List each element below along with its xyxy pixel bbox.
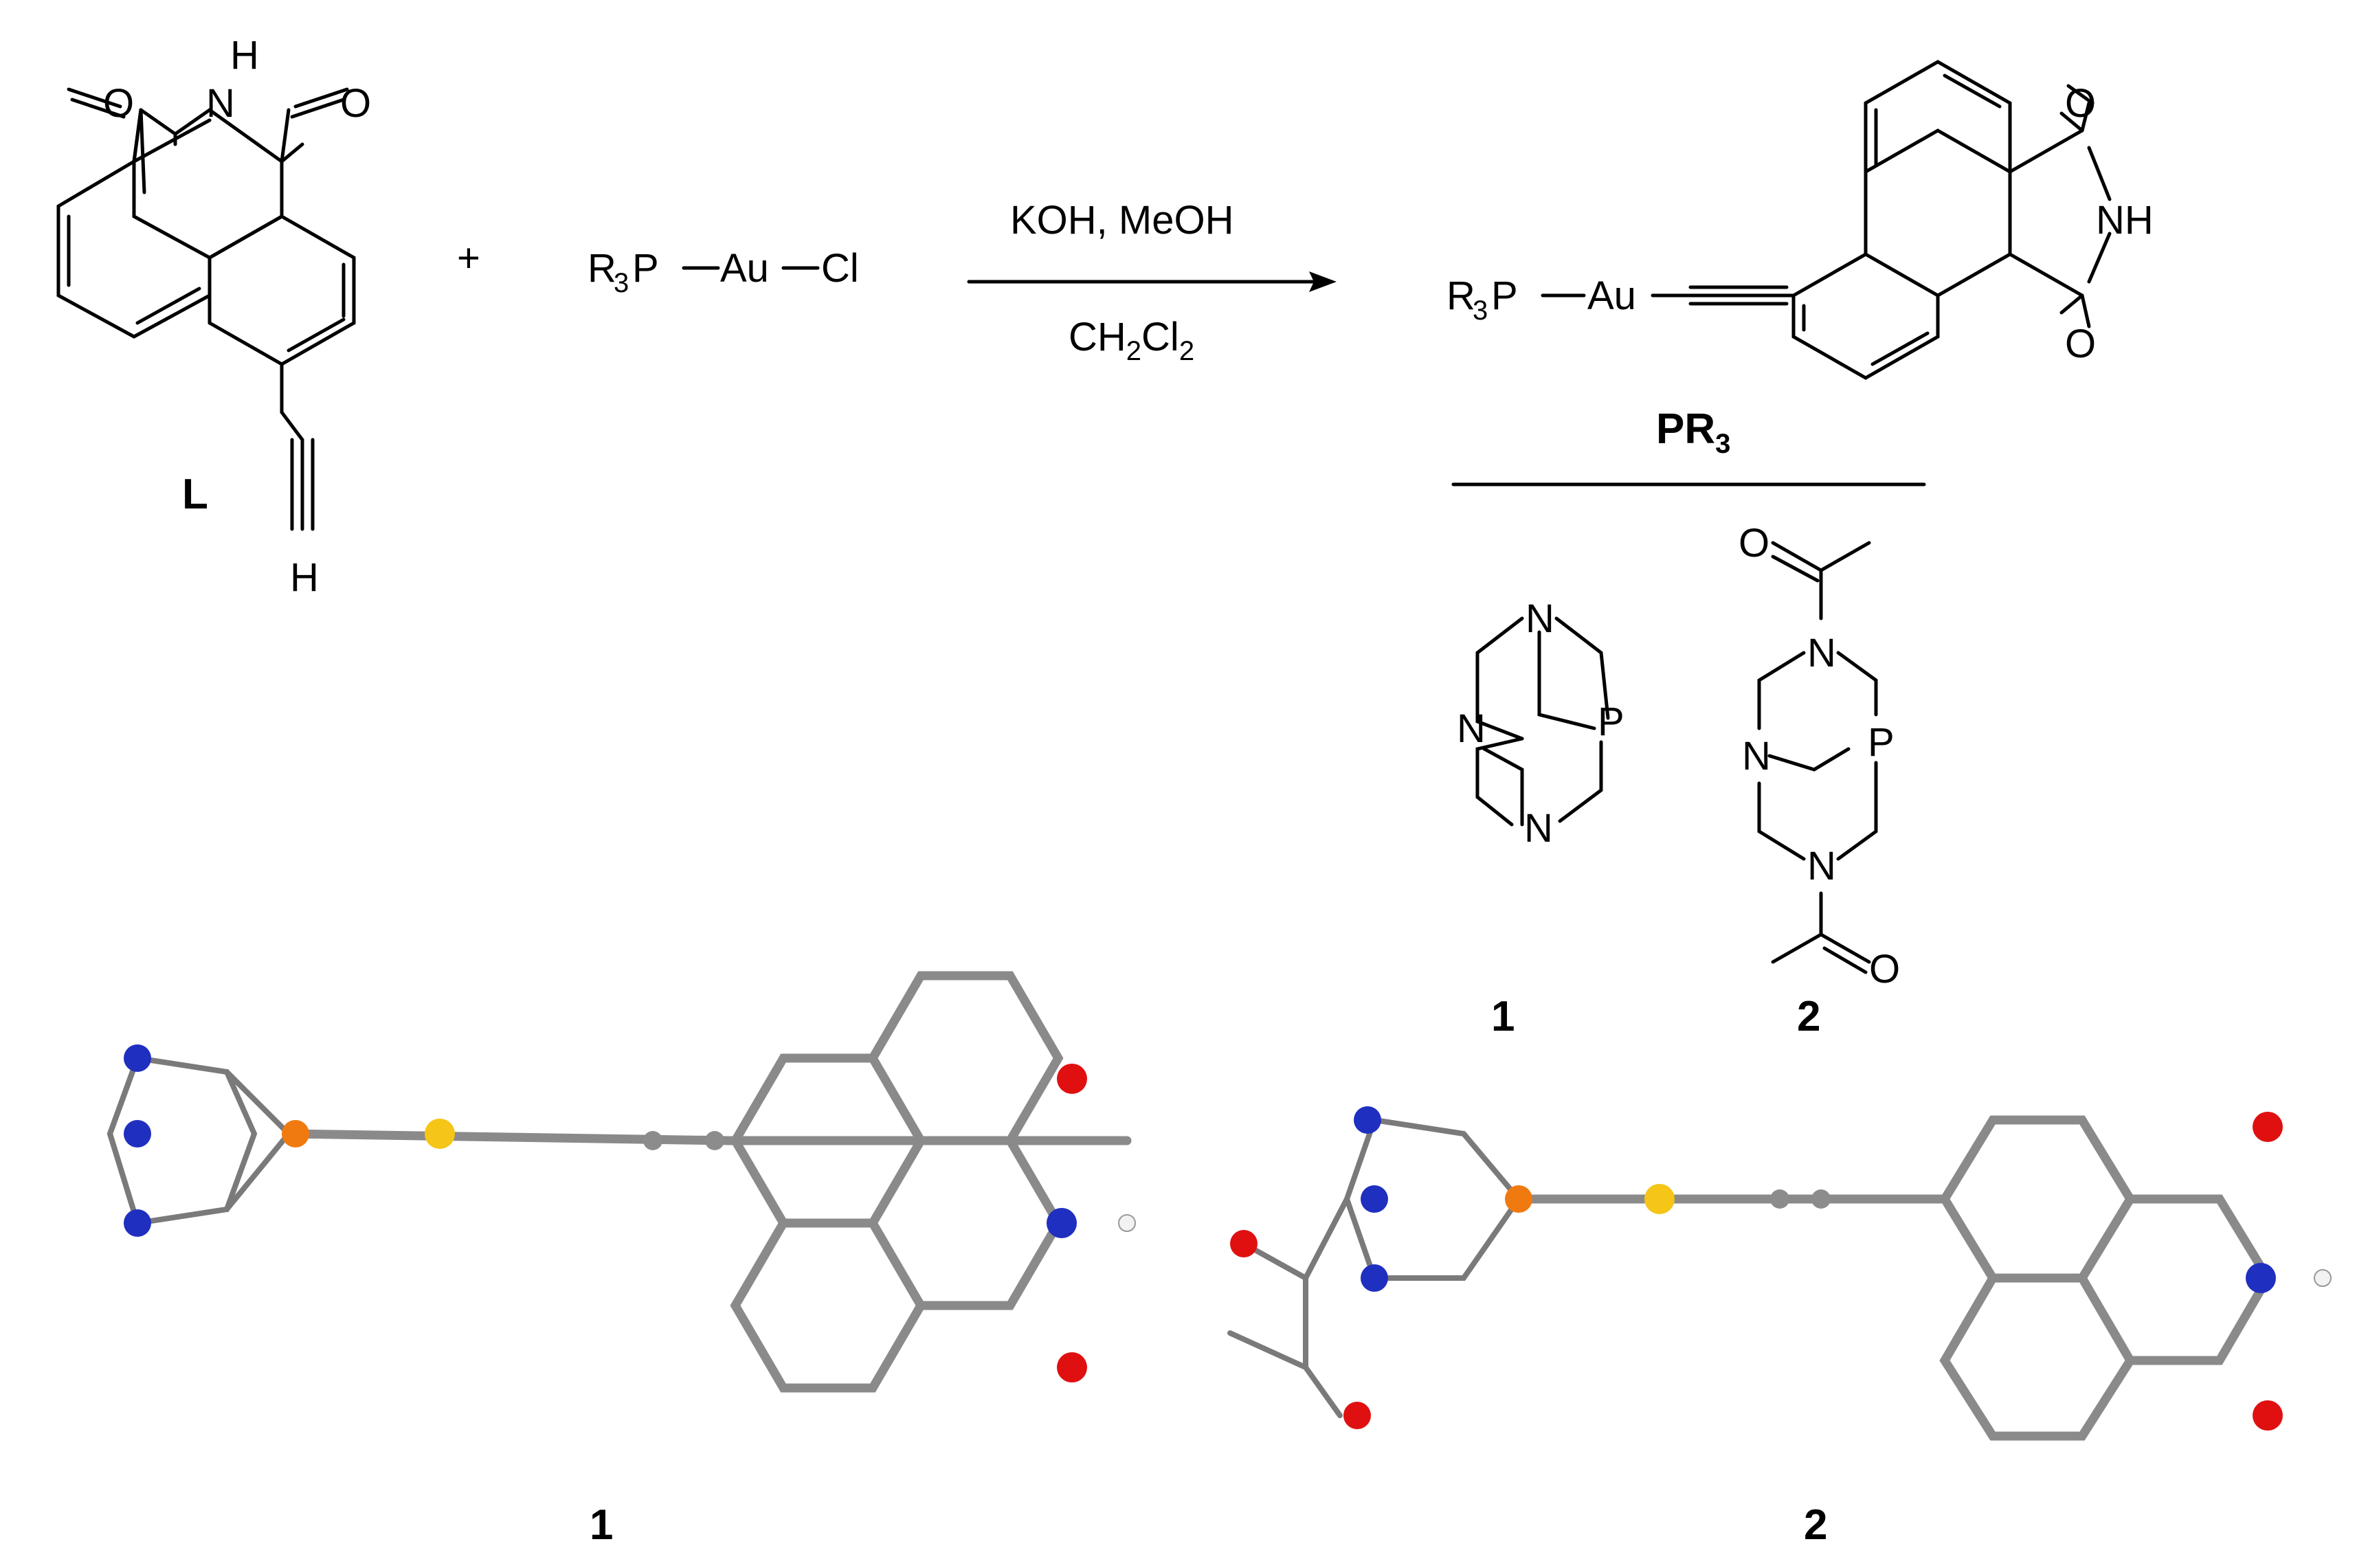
reagent-P: P	[632, 246, 659, 291]
reaction-arrow	[967, 271, 1337, 292]
model-1-bonds	[107, 971, 1132, 1393]
ligand2-O-bottom: O	[1869, 947, 1900, 992]
m1-phosphorus-atom	[282, 1120, 309, 1147]
product-O-bottom: O	[2065, 322, 2096, 366]
m2-H-imide	[2314, 1269, 2332, 1287]
reactant-O-atom-right: O	[340, 81, 371, 126]
ligand2-N-bottom: N	[1807, 844, 1836, 888]
reactant-O-atom-left: O	[103, 81, 134, 126]
m1-N1	[124, 1044, 151, 1072]
ligand2-N-top: N	[1807, 631, 1836, 675]
reagent-Au: Au	[720, 246, 769, 291]
product-ligand-label: PR3	[1656, 405, 1730, 459]
m2-gold-atom	[1644, 1184, 1675, 1214]
reagent-R: R	[588, 246, 616, 291]
reactant-terminal-H-atom: H	[290, 555, 319, 600]
gold-chloride-reagent: R 3 P Au Cl	[588, 246, 859, 298]
ligand1-P: P	[1598, 699, 1624, 744]
m1-N2	[124, 1120, 151, 1147]
m2-O2	[2253, 1400, 2283, 1431]
ligand2-N-left: N	[1742, 734, 1771, 779]
model-2-atoms	[1230, 1106, 2332, 1431]
m1-N3	[124, 1209, 151, 1237]
m2-N1	[1354, 1106, 1381, 1134]
m1-O1	[1057, 1064, 1087, 1094]
product-NH: NH	[2096, 198, 2154, 243]
product-structure: R 3 P Au	[1446, 60, 2112, 380]
ligand-2-structure	[1757, 541, 1878, 974]
reagent-R-subscript: 3	[614, 268, 629, 298]
m2-O-acetyl2	[1343, 1402, 1371, 1429]
product-R: R	[1446, 273, 1475, 318]
m2-alkyne-C1	[1811, 1189, 1831, 1209]
model-1-atoms	[124, 1044, 1136, 1382]
ligand1-N-bottom: N	[1524, 806, 1553, 851]
reactant-N-atom: N	[206, 81, 235, 126]
ligand2-P: P	[1868, 720, 1895, 765]
m1-N-imide	[1047, 1208, 1077, 1238]
conditions-bottom: CH2Cl2	[1069, 315, 1194, 366]
ligand-1-label: 1	[1491, 993, 1515, 1040]
ligand1-N-top: N	[1526, 596, 1554, 641]
reactant-L-structure	[56, 87, 356, 531]
conditions-top: KOH, MeOH	[1010, 198, 1234, 243]
product-Au: Au	[1587, 273, 1636, 318]
ligand1-N-left: N	[1457, 706, 1486, 751]
ligand2-O-top: O	[1739, 521, 1769, 565]
ligand-2-label: 2	[1797, 993, 1820, 1040]
m2-N2	[1361, 1185, 1388, 1213]
model-2-label: 2	[1804, 1501, 1827, 1549]
product-R-subscript: 3	[1473, 295, 1488, 326]
m2-O-acetyl1	[1230, 1230, 1258, 1257]
product-P: P	[1491, 273, 1518, 318]
m1-gold-atom	[425, 1119, 455, 1149]
model-1-label: 1	[590, 1501, 613, 1549]
m2-alkyne-C2	[1770, 1189, 1789, 1209]
reagent-Cl: Cl	[821, 246, 859, 291]
m2-phosphorus-atom	[1505, 1185, 1532, 1213]
m1-alkyne-C2	[643, 1131, 662, 1150]
plus-sign: +	[457, 236, 480, 280]
ligand-1-structure	[1475, 616, 1610, 827]
m2-N3	[1361, 1264, 1388, 1292]
m1-alkyne-C1	[705, 1131, 724, 1150]
reactant-H-atom: H	[230, 33, 259, 78]
m1-O2	[1057, 1352, 1087, 1382]
product-O-top: O	[2065, 81, 2096, 126]
m2-N-imide	[2246, 1263, 2276, 1293]
reactant-label: L	[182, 471, 208, 518]
m2-O1	[2253, 1112, 2283, 1142]
m1-H-imide	[1118, 1214, 1136, 1232]
